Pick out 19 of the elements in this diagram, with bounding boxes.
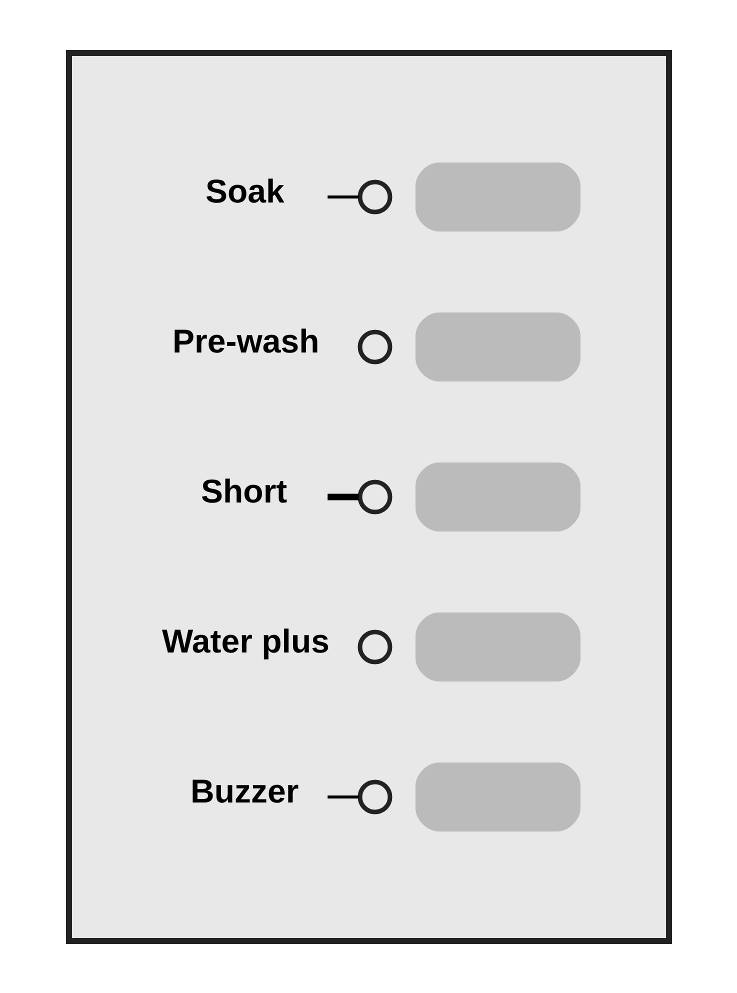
node-box	[415, 162, 580, 231]
node-text: Pre-wash	[172, 322, 319, 359]
node-text: Buzzer	[190, 772, 298, 809]
connector	[327, 795, 358, 798]
node-circle	[357, 329, 392, 364]
connector	[327, 493, 358, 500]
node-text: Soak	[205, 172, 284, 209]
node-circle	[357, 179, 392, 214]
node-text: Short	[200, 472, 287, 509]
node-text: Water plus	[162, 622, 329, 659]
node-box	[415, 462, 580, 531]
cluster	[66, 50, 672, 944]
node-circle	[357, 779, 392, 814]
node-box	[415, 612, 580, 681]
node-circle	[357, 479, 392, 514]
node-box	[415, 312, 580, 381]
node-box	[415, 762, 580, 831]
node-circle	[357, 629, 392, 664]
connector	[327, 195, 358, 198]
